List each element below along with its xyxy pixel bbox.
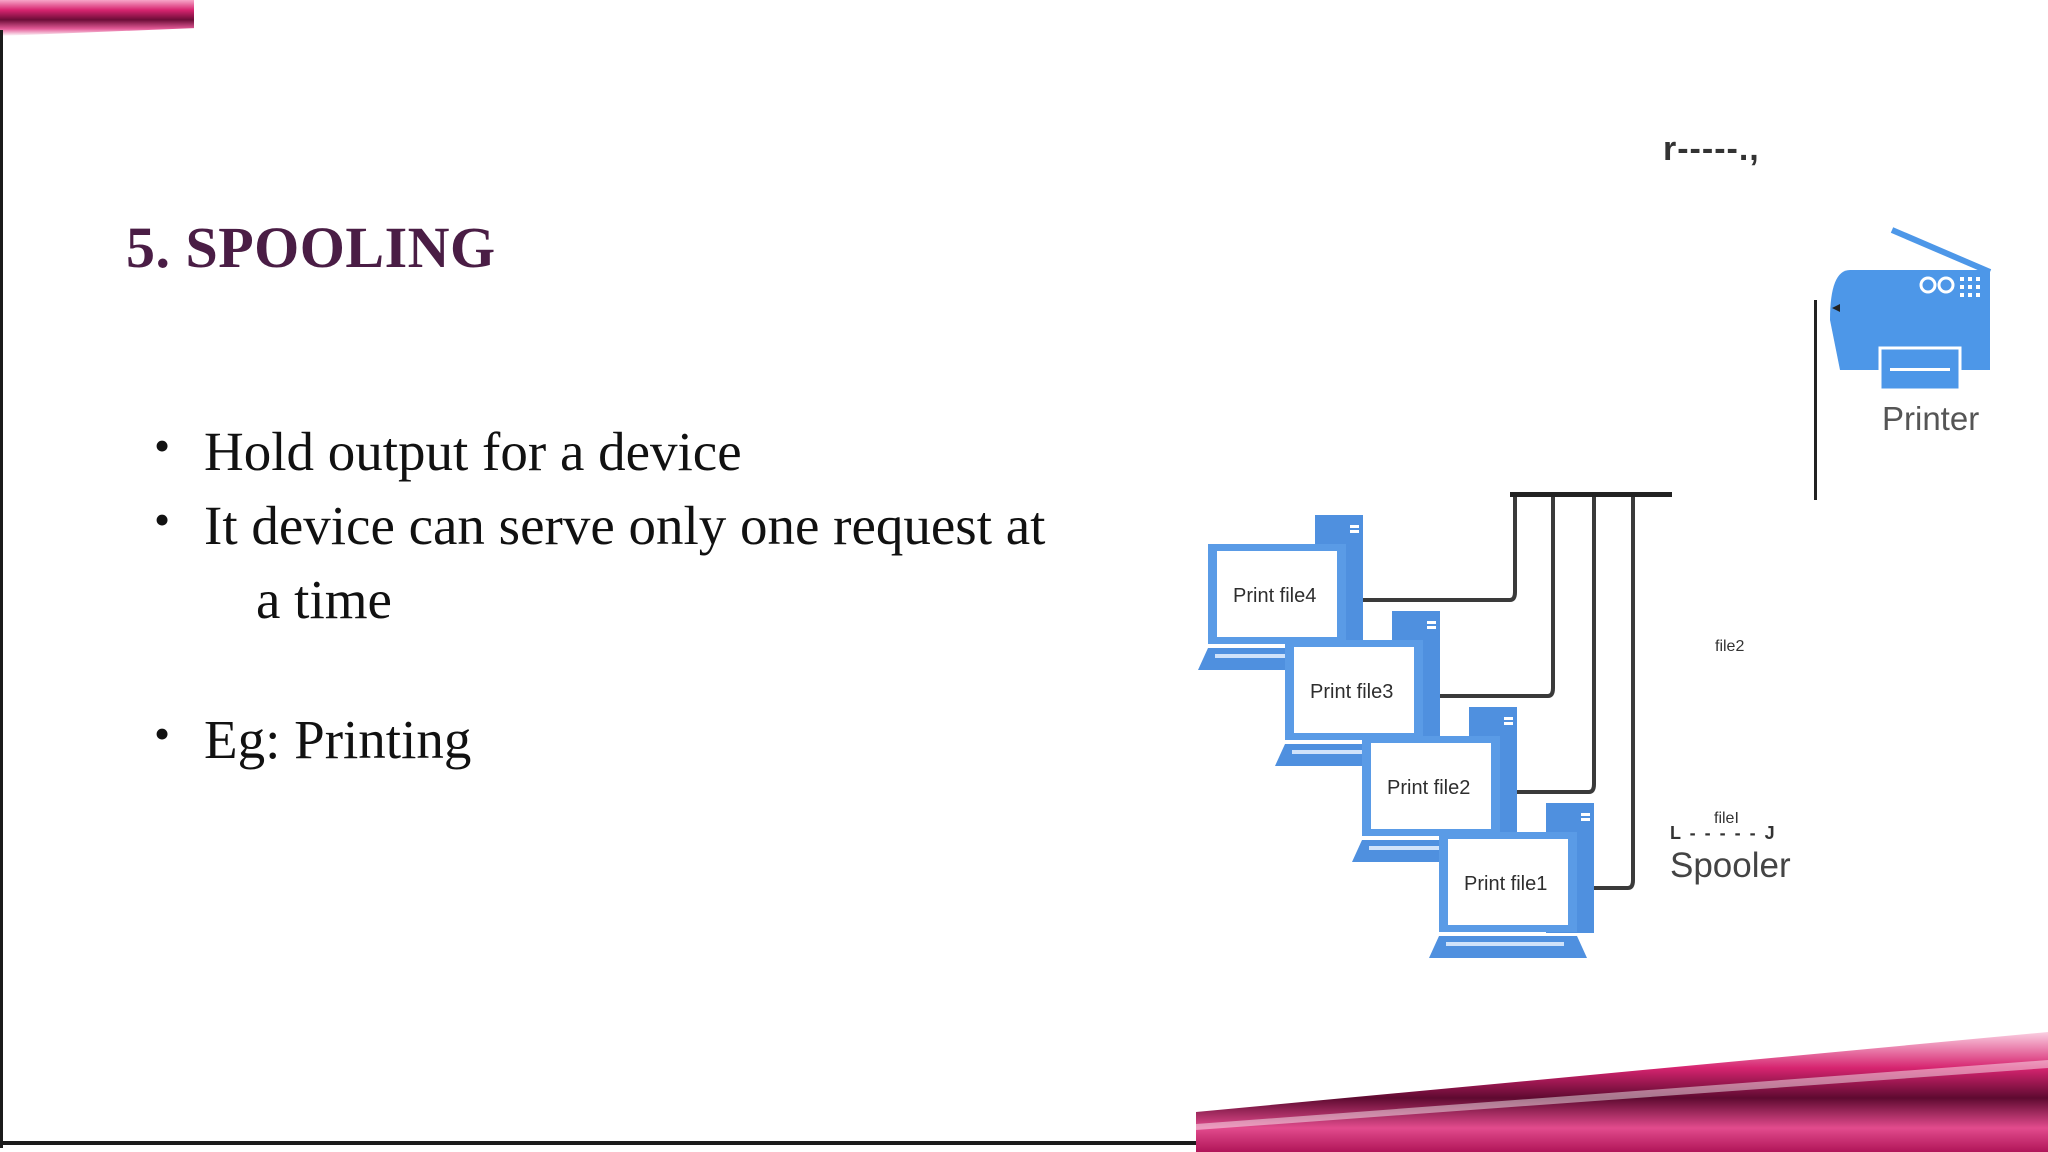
computer-screen-label: Print file2 [1387,777,1471,799]
bus-line [1510,492,1672,497]
queue-item-label: fileI [1714,810,1739,827]
wire-file1 [1592,497,1635,890]
computer-wires [1362,497,1635,890]
slide-title: 5. SPOOLING [126,215,496,280]
computer-screen-label: Print file1 [1464,873,1548,895]
printer-icon [1830,227,1992,392]
wire-file3 [1438,497,1555,698]
spooler-label: Spooler [1670,846,1791,885]
bullet-text: Hold output for a device [204,421,742,482]
computer-screen-label: Print file4 [1233,585,1317,607]
corner-stripe [0,0,194,36]
bullet-dot-icon: • [154,708,171,759]
bullet-item: • It device can serve only one request a… [152,489,1122,637]
bullet-dot-icon: • [154,420,171,471]
bullet-list: • Hold output for a device • It device c… [152,415,1122,777]
computer-icon [1198,515,1363,670]
wire-file2 [1515,497,1596,794]
bottom-stripe [1196,1032,2048,1152]
left-border-line [0,30,3,1148]
bottom-border-line [0,1141,1218,1145]
diagram-graphics [1198,227,1992,958]
spooler-bracket: L - - - - - J [1670,823,1777,843]
bullet-item: • Eg: Printing [152,703,1122,777]
computer-screen-label: Print file3 [1310,681,1394,703]
computer-icon [1429,803,1594,958]
bullet-continuation: a time [256,569,392,630]
bullet-item: • Hold output for a device [152,415,1122,489]
wire-file4 [1362,497,1517,602]
bullet-dot-icon: • [154,494,171,545]
printer-label: Printer [1882,400,1980,437]
top-dashed-marker: r-----., [1663,130,1760,168]
printer-connector-line [1814,300,1817,500]
bullet-text: Eg: Printing [204,709,472,770]
queue-item-label: file2 [1715,638,1745,655]
spooling-diagram: Print file4 Print file3 Print file2 Prin… [1190,130,2010,1000]
bullet-text: It device can serve only one request at [204,495,1046,556]
